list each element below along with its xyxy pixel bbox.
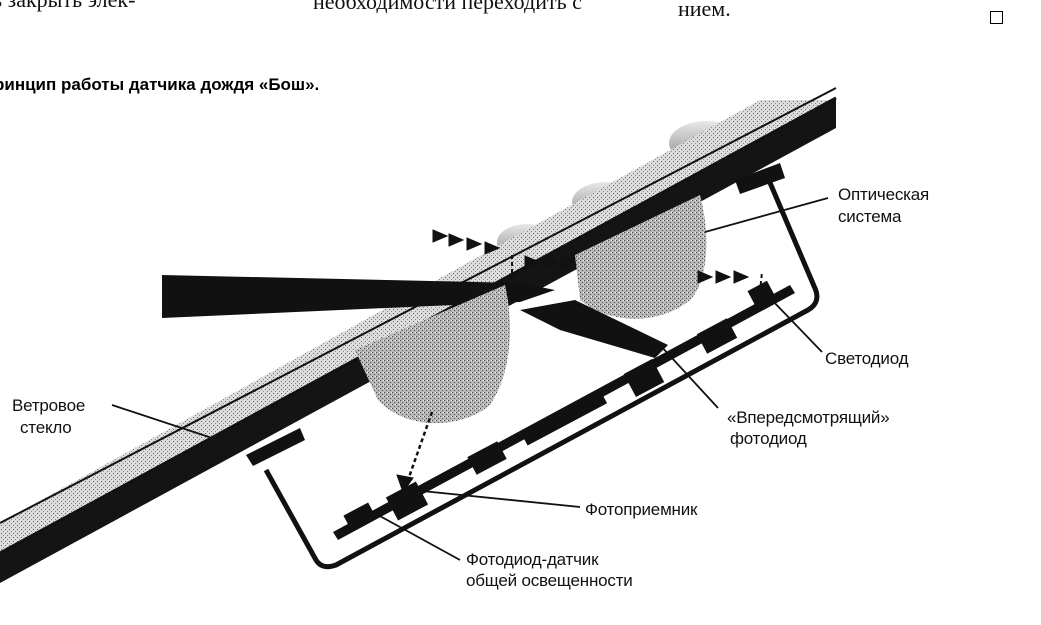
led-chip bbox=[747, 280, 775, 306]
header-fragment-right: нием. bbox=[678, 0, 731, 21]
checkbox-icon[interactable] bbox=[990, 11, 1003, 24]
housing-right-clip bbox=[735, 163, 785, 194]
label-photoreceiver: Фотоприемник bbox=[585, 500, 698, 519]
wiper-band bbox=[162, 275, 555, 318]
arrowhead-icon bbox=[396, 474, 414, 494]
leader-lines bbox=[111, 197, 829, 561]
label-forward-photodiode-line2: фотодиод bbox=[730, 429, 807, 448]
optical-lens-upper bbox=[575, 195, 707, 319]
board-component bbox=[696, 318, 738, 354]
board-component bbox=[467, 441, 507, 475]
header-fragment-middle: необходимости переходить с bbox=[313, 0, 582, 14]
label-ambient-photodiode-line2: общей освещенности bbox=[466, 571, 633, 590]
optical-lens-lower bbox=[355, 285, 510, 424]
arrowhead-icon bbox=[432, 229, 750, 284]
forward-photodiode-chip bbox=[623, 359, 665, 397]
figure-caption: ринцип работы датчика дождя «Бош». bbox=[0, 75, 320, 94]
label-windshield-line1: Ветровое bbox=[12, 396, 86, 415]
board-component bbox=[522, 394, 608, 446]
label-ambient-photodiode-line1: Фотодиод-датчик bbox=[466, 550, 599, 569]
circuit-board bbox=[333, 285, 795, 540]
label-optical-system-line2: система bbox=[838, 207, 902, 226]
light-beams bbox=[396, 229, 763, 494]
label-windshield-line2: стекло bbox=[20, 418, 72, 437]
ambient-photodiode-chip bbox=[343, 502, 377, 532]
label-led: Светодиод bbox=[825, 349, 909, 368]
light-guide bbox=[520, 300, 668, 358]
housing-top-clip bbox=[246, 428, 305, 466]
label-optical-system-line1: Оптическая bbox=[838, 185, 929, 204]
header-fragment-left: ь закрыть элек- bbox=[0, 0, 135, 11]
label-forward-photodiode-line1: «Впередсмотрящий» bbox=[727, 408, 890, 427]
sensor-housing bbox=[263, 177, 820, 570]
